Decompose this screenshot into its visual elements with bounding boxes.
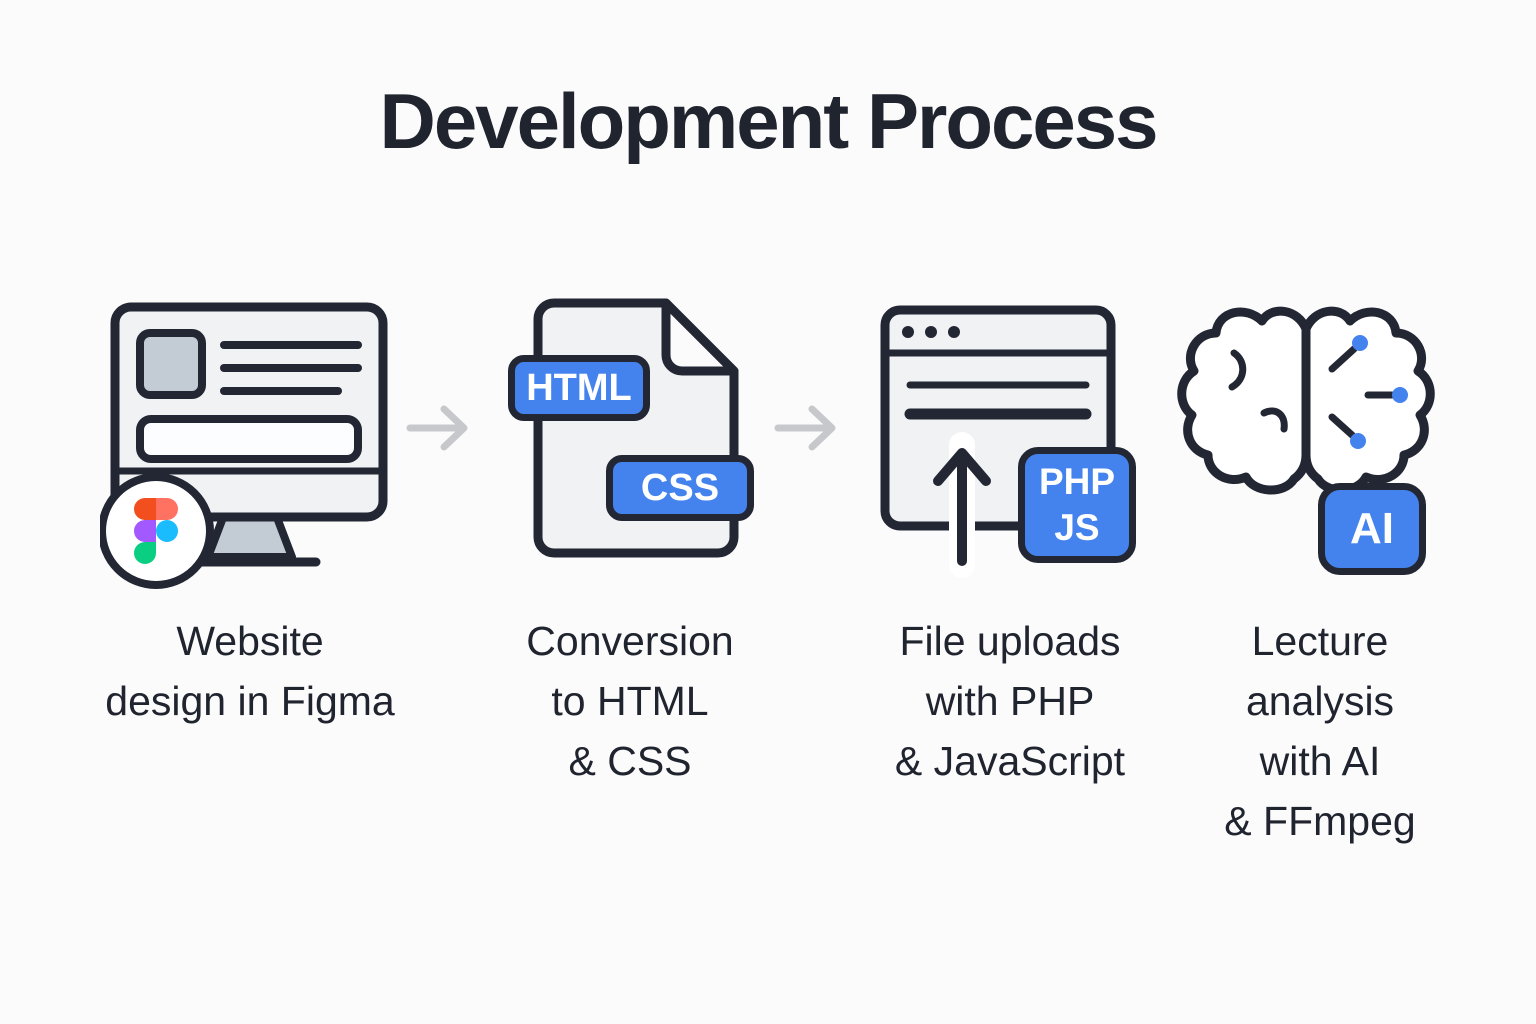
caption-line: File uploads xyxy=(899,618,1121,664)
caption-line: & FFmpeg xyxy=(1224,798,1416,844)
step-figma-design: Website design in Figma xyxy=(82,295,418,731)
step-caption: Website design in Figma xyxy=(82,611,418,731)
flow-arrow-icon xyxy=(774,405,836,451)
brain-right-hemisphere xyxy=(1301,306,1435,495)
js-badge-line: JS xyxy=(1054,507,1100,548)
browser-dot xyxy=(948,326,960,338)
css-badge: CSS xyxy=(606,455,754,521)
circuit-nodes xyxy=(1350,335,1408,449)
caption-line: Conversion xyxy=(526,618,734,664)
page-title: Development Process xyxy=(379,77,1158,165)
php-badge-line: PHP xyxy=(1038,461,1116,502)
step-html-css-conversion: HTML CSS Conversion to HTML & CSS xyxy=(470,295,790,791)
caption-line: with AI xyxy=(1259,738,1381,784)
step-caption: File uploads with PHP & JavaScript xyxy=(850,611,1170,791)
caption-line: Website xyxy=(176,618,324,664)
step-caption: Conversion to HTML & CSS xyxy=(470,611,790,791)
flow-arrow-icon xyxy=(406,405,468,451)
browser-dot xyxy=(925,326,937,338)
caption-line: design in Figma xyxy=(105,678,395,724)
ai-analysis-icon-box: AI xyxy=(1170,295,1470,595)
monitor-figma-icon xyxy=(98,302,388,589)
html-badge: HTML xyxy=(508,355,650,421)
file-uploads-icon-box: PHP JS xyxy=(860,295,1160,595)
caption-line: analysis xyxy=(1245,678,1395,724)
browser-dot xyxy=(902,326,914,338)
caption-line: to HTML xyxy=(551,678,709,724)
wireframe-input-block xyxy=(136,415,362,463)
php-js-badge: PHP JS xyxy=(1018,447,1136,563)
brain-left-hemisphere xyxy=(1177,306,1311,495)
caption-line: with PHP xyxy=(925,678,1095,724)
caption-line: Lecture xyxy=(1251,618,1389,664)
brain-folds xyxy=(1228,345,1396,439)
caption-line: & JavaScript xyxy=(894,738,1126,784)
upload-arrow-icon xyxy=(933,432,991,578)
step-caption: Lecture analysis with AI & FFmpeg xyxy=(1152,611,1488,851)
code-file-icon xyxy=(533,298,739,558)
file-folded-corner xyxy=(661,298,739,376)
wireframe-image-block xyxy=(136,329,206,399)
html-css-icon-box: HTML CSS xyxy=(480,295,780,595)
figma-logo-icon xyxy=(134,498,178,564)
step-file-uploads: PHP JS File uploads with PHP & JavaScrip… xyxy=(850,295,1170,791)
step-ai-analysis: AI Lecture analysis with AI & FFmpeg xyxy=(1152,295,1488,851)
figma-design-icon-box xyxy=(98,295,400,595)
ai-badge: AI xyxy=(1318,483,1426,575)
caption-line: & CSS xyxy=(568,738,692,784)
